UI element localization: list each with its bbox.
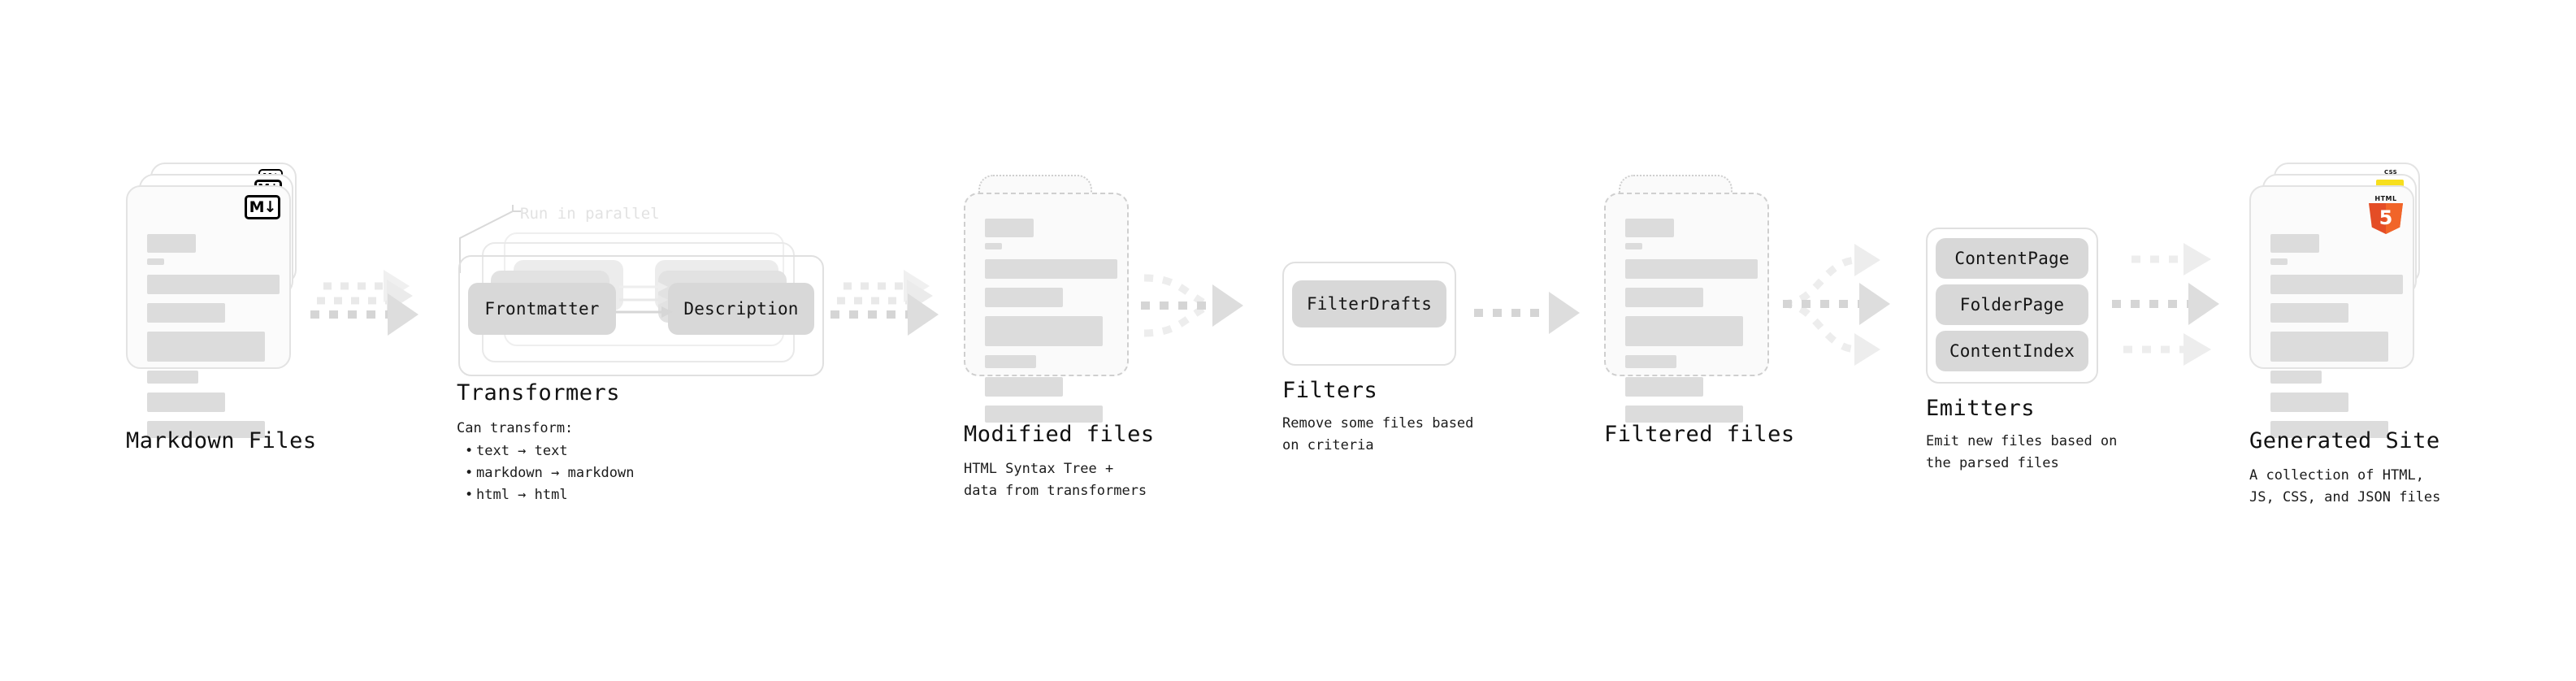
filtered-files-title: Filtered files	[1604, 422, 1795, 447]
html5-digit: 5	[2379, 206, 2393, 229]
placeholder-line	[985, 288, 1063, 307]
filter-node-filterdrafts[interactable]: FilterDrafts	[1292, 280, 1446, 327]
modified-card-front	[964, 193, 1129, 423]
markdown-files-title: Markdown Files	[126, 428, 317, 453]
transformers-subtitle: Can transform:	[457, 420, 574, 436]
placeholder-line	[2270, 275, 2403, 294]
placeholder-line	[1625, 259, 1758, 279]
modified-files-title: Modified files	[964, 422, 1155, 447]
placeholder-line	[985, 243, 1002, 249]
transformers-bullet: html → html	[462, 484, 634, 506]
placeholder-line	[2270, 421, 2388, 438]
transformers-box	[458, 255, 824, 376]
emitters-title: Emitters	[1926, 396, 2036, 421]
placeholder-line	[2270, 303, 2348, 323]
connector-emitters-to-site	[2112, 243, 2219, 366]
transformers-group: Run in parallel Frontmatter Description	[445, 202, 827, 388]
placeholder-line	[147, 258, 164, 265]
placeholder-line	[1625, 316, 1743, 346]
connector-filters-to-filtered	[1474, 292, 1580, 334]
markdown-badge: M↓	[245, 195, 280, 219]
emitters-subtitle: Emit new files based on the parsed files	[1926, 433, 2118, 471]
transformers-bullet: text → text	[462, 440, 634, 462]
placeholder-line	[147, 421, 265, 438]
placeholder-line	[985, 259, 1117, 279]
generated-site-subtitle: A collection of HTML, JS, CSS, and JSON …	[2249, 467, 2441, 505]
placeholder-line	[147, 393, 225, 412]
emitter-node-contentpage[interactable]: ContentPage	[1936, 238, 2088, 279]
filtered-card-placeholder-lines	[1625, 219, 1758, 432]
placeholder-line	[147, 303, 225, 323]
run-in-parallel-label: Run in parallel	[520, 205, 660, 223]
transformers-title: Transformers	[457, 380, 621, 406]
connector-filtered-to-emitters	[1782, 244, 1890, 366]
emitter-node-contentindex[interactable]: ContentIndex	[1936, 331, 2088, 371]
placeholder-line	[1625, 243, 1642, 249]
markdown-card-placeholder-lines	[147, 234, 280, 447]
placeholder-line	[1625, 219, 1674, 237]
placeholder-line	[985, 355, 1036, 368]
placeholder-line	[2270, 258, 2288, 265]
placeholder-line	[147, 275, 280, 294]
placeholder-line	[2270, 371, 2322, 384]
site-card-placeholder-lines	[2270, 234, 2403, 447]
placeholder-line	[147, 332, 265, 362]
emitter-node-folderpage[interactable]: FolderPage	[1936, 284, 2088, 325]
placeholder-line	[2270, 234, 2319, 253]
html5-badge-label: HTML	[2374, 195, 2397, 202]
placeholder-line	[985, 316, 1103, 346]
placeholder-line	[2270, 393, 2348, 412]
placeholder-line	[2270, 332, 2388, 362]
placeholder-line	[147, 234, 196, 253]
placeholder-line	[1625, 288, 1703, 307]
connector-md-to-transformers	[310, 270, 418, 336]
site-card-front-html: HTML 5	[2249, 185, 2414, 438]
placeholder-line	[985, 406, 1103, 423]
modified-files-subtitle: HTML Syntax Tree + data from transformer…	[964, 461, 1147, 499]
transformer-node-description[interactable]: Description	[668, 283, 814, 335]
transformers-bullet: markdown → markdown	[462, 462, 634, 484]
placeholder-line	[1625, 377, 1703, 397]
filtered-card-front	[1604, 193, 1769, 423]
placeholder-line	[985, 377, 1063, 397]
filters-subtitle: Remove some files based on criteria	[1282, 415, 1474, 453]
placeholder-line	[1625, 406, 1743, 423]
transformer-node-frontmatter[interactable]: Frontmatter	[468, 283, 616, 335]
generated-site-title: Generated Site	[2249, 428, 2440, 453]
placeholder-line	[985, 219, 1034, 237]
connector-transformers-to-modified	[830, 270, 939, 336]
html5-shield-highlight	[2386, 203, 2403, 234]
css-badge-label: CSS	[2384, 169, 2397, 176]
placeholder-line	[147, 371, 198, 384]
placeholder-line	[1625, 355, 1676, 368]
transformers-bullet-list: text → text markdown → markdown html → h…	[462, 440, 634, 506]
connector-modified-to-filters	[1141, 274, 1243, 337]
html5-badge: HTML 5	[2369, 195, 2403, 234]
markdown-card-front: M↓	[126, 185, 291, 438]
modified-card-placeholder-lines	[985, 219, 1117, 432]
filters-title: Filters	[1282, 378, 1378, 403]
